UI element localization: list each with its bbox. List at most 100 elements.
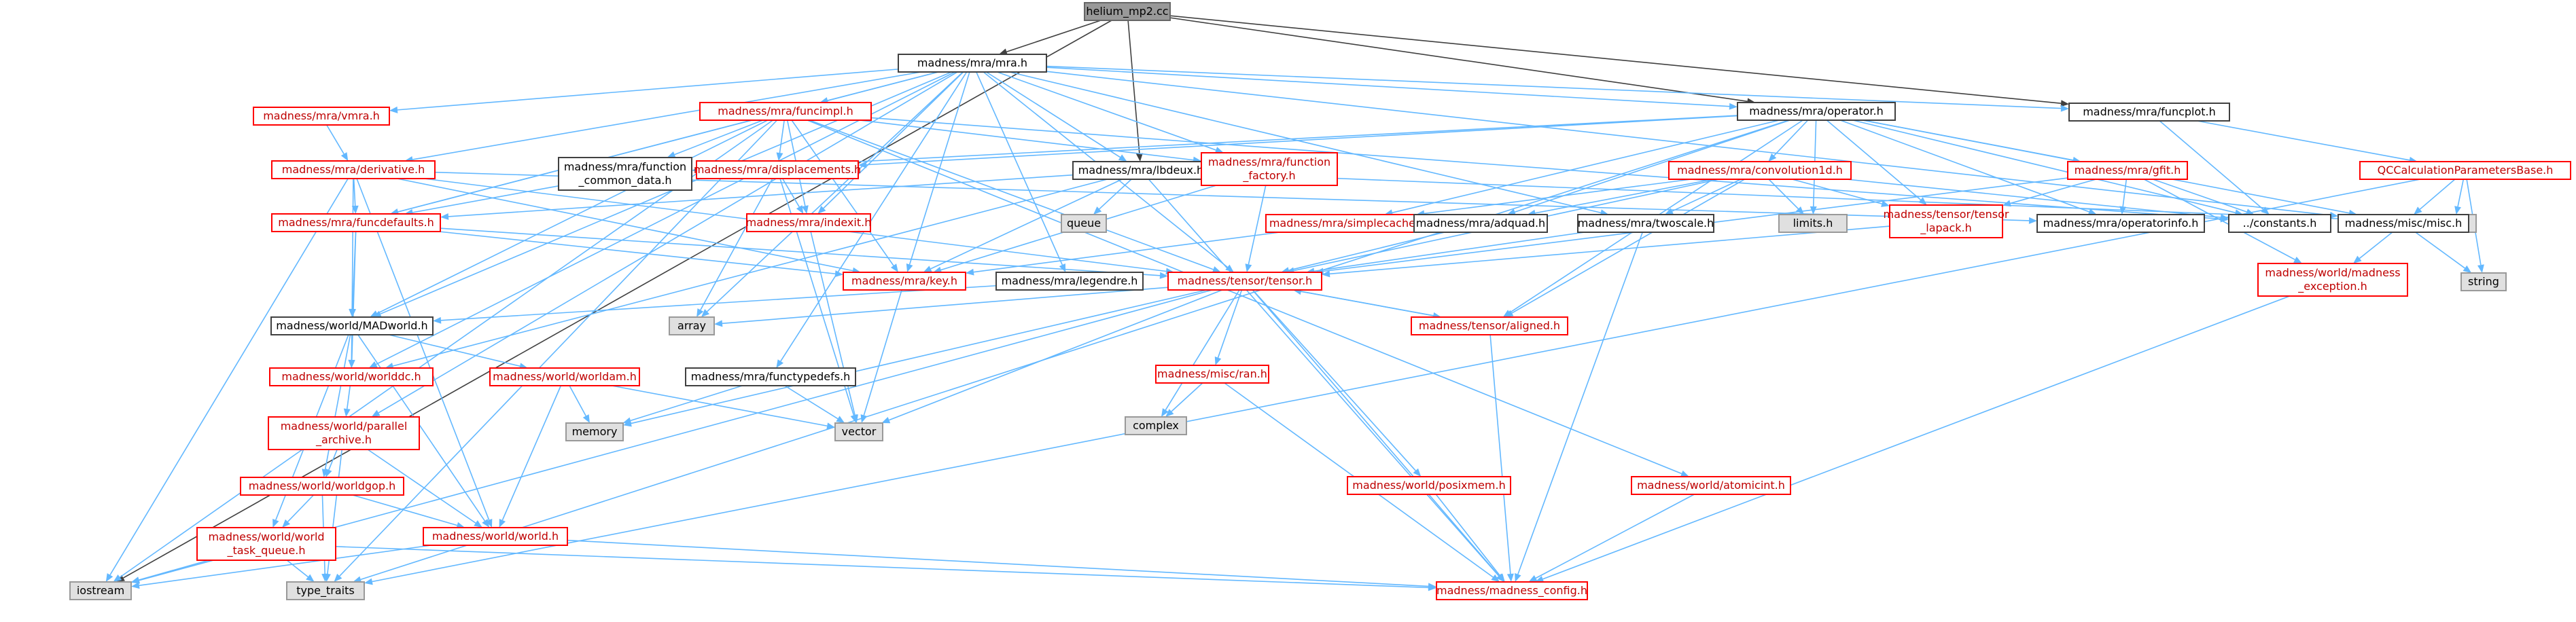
edge-convolution1d-to-aligned [1504, 179, 1745, 317]
edge-world-to-iostream [131, 545, 431, 589]
node-world[interactable]: madness/world/world.h [423, 527, 568, 546]
edge-line [1826, 120, 1922, 200]
node-vmra[interactable]: madness/mra/vmra.h [253, 107, 390, 126]
node-box [268, 416, 420, 450]
edge-line [339, 120, 778, 577]
node-indexit[interactable]: madness/mra/indexit.h [746, 213, 872, 232]
node-tensor[interactable]: madness/tensor/tensor.h [1167, 272, 1322, 291]
node-box [1631, 476, 1791, 495]
node-memory[interactable]: memory [565, 422, 624, 441]
node-simplecache[interactable]: madness/mra/simplecache.h [1265, 214, 1430, 233]
node-worldgop[interactable]: madness/world/worldgop.h [240, 477, 404, 496]
node-misc[interactable]: madness/misc/misc.h [2337, 214, 2469, 233]
node-madworld[interactable]: madness/world/MADworld.h [270, 316, 434, 335]
node-funcimpl[interactable]: madness/mra/funcimpl.h [699, 102, 872, 121]
node-legendre[interactable]: madness/mra/legendre.h [995, 272, 1144, 291]
edge-line [985, 71, 1121, 158]
node-label: madness/world/posixmem.h [1352, 479, 1505, 492]
edge-tensorlapack-to-tensor [1322, 225, 1890, 278]
node-atomicint[interactable]: madness/world/atomicint.h [1631, 476, 1791, 495]
node-worlddc[interactable]: madness/world/worlddc.h [269, 367, 434, 386]
edge-arrowhead [923, 266, 932, 272]
edge-arrowhead [499, 519, 506, 528]
node-funcfactory[interactable]: madness/mra/function_factory.h [1201, 152, 1338, 186]
node-mra[interactable]: madness/mra/mra.h [898, 54, 1047, 73]
node-label: _common_data.h [578, 174, 672, 187]
node-qccalc[interactable]: QCCalculationParametersBase.h [2359, 161, 2571, 180]
node-box [1778, 214, 1848, 233]
edge-arrowhead [1322, 270, 1330, 278]
node-config[interactable]: madness/madness_config.h [1436, 581, 1588, 600]
node-lbdeux[interactable]: madness/mra/lbdeux.h [1072, 161, 1210, 180]
edge-vmra-to-derivative [326, 124, 349, 161]
node-box [489, 367, 640, 386]
edge-posixmem-to-config [1435, 494, 1505, 582]
node-queue[interactable]: queue [1061, 214, 1107, 233]
node-twoscale[interactable]: madness/mra/twoscale.h [1577, 214, 1714, 233]
edge-line [438, 231, 836, 274]
edge-mra-to-vmra [389, 69, 899, 113]
node-aligned[interactable]: madness/tensor/aligned.h [1411, 316, 1568, 335]
node-operatorinfo[interactable]: madness/mra/operatorinfo.h [2036, 214, 2205, 233]
node-box [271, 213, 441, 232]
edge-arrowhead [2028, 217, 2037, 224]
node-box [286, 581, 365, 600]
node-tensorlapack[interactable]: madness/tensor/tensor_lapack.h [1884, 204, 2009, 238]
edge-aligned-to-config [1489, 334, 1514, 582]
edge-lbdeux-to-key [923, 179, 1123, 272]
node-box [1125, 416, 1187, 435]
node-limits[interactable]: limits.h [1778, 214, 1848, 233]
node-gfit[interactable]: madness/mra/gfit.h [2067, 161, 2188, 180]
node-convolution1d[interactable]: madness/mra/convolution1d.h [1668, 161, 1852, 180]
node-label: _task_queue.h [226, 544, 305, 557]
edge-line [809, 120, 1214, 270]
node-box [558, 157, 692, 191]
node-adquad[interactable]: madness/mra/adquad.h [1413, 214, 1548, 233]
edge-line [357, 334, 486, 522]
graph-nodes: helium_mp2.cc madness/mra/mra.h madness/mr… [69, 2, 2571, 600]
edge-funcfactory-to-tensor [1245, 185, 1267, 272]
node-derivative[interactable]: madness/mra/derivative.h [271, 160, 436, 179]
node-label: madness/world/world [208, 530, 324, 543]
node-constants[interactable]: ../constants.h [2228, 214, 2331, 233]
edge-line [1169, 15, 2062, 105]
node-label: type_traits [296, 584, 354, 598]
node-array[interactable]: array [669, 316, 715, 335]
node-label: madness/mra/lbdeux.h [1078, 164, 1203, 177]
node-funcdefaults[interactable]: madness/mra/funcdefaults.h [271, 213, 441, 232]
node-key[interactable]: madness/mra/key.h [843, 272, 966, 291]
edge-line [2159, 120, 2264, 210]
node-typetraits[interactable]: type_traits [286, 581, 365, 600]
edge-arrowhead [834, 270, 843, 278]
edge-line [328, 449, 338, 471]
node-funccommon[interactable]: madness/mra/function_common_data.h [558, 157, 692, 191]
edge-arrowhead [353, 576, 362, 583]
edge-arrowhead [2463, 265, 2472, 273]
node-functypedefs[interactable]: madness/mra/functypedefs.h [685, 367, 856, 386]
node-taskqueue[interactable]: madness/world/world_task_queue.h [196, 527, 336, 561]
node-madexcept[interactable]: madness/world/madness_exception.h [2257, 263, 2408, 297]
node-string[interactable]: string [2460, 272, 2507, 291]
edge-line [1046, 71, 2331, 216]
node-operator[interactable]: madness/mra/operator.h [1737, 102, 1896, 121]
node-parallel[interactable]: madness/world/parallel_archive.h [268, 416, 420, 450]
node-vector[interactable]: vector [834, 422, 883, 441]
edge-line [791, 120, 894, 266]
node-box [1155, 365, 1269, 384]
edge-line [699, 115, 1738, 171]
node-worldam[interactable]: madness/world/worldam.h [489, 367, 640, 386]
edge-line [779, 120, 785, 153]
node-complex[interactable]: complex [1125, 416, 1187, 435]
node-funcplot[interactable]: madness/mra/funcplot.h [2068, 103, 2230, 122]
node-posixmem[interactable]: madness/world/posixmem.h [1347, 476, 1511, 495]
edge-funcplot-to-constants [2159, 120, 2270, 215]
edge-line [2122, 179, 2128, 207]
edge-line [612, 385, 828, 427]
node-displacements[interactable]: madness/mra/displacements.h [694, 160, 861, 179]
edge-line [997, 71, 1216, 151]
edge-mra-to-lbdeux [985, 71, 1127, 162]
node-ran[interactable]: madness/misc/ran.h [1155, 365, 1269, 384]
node-root[interactable]: helium_mp2.cc [1084, 2, 1171, 21]
node-iostream[interactable]: iostream [69, 581, 132, 600]
